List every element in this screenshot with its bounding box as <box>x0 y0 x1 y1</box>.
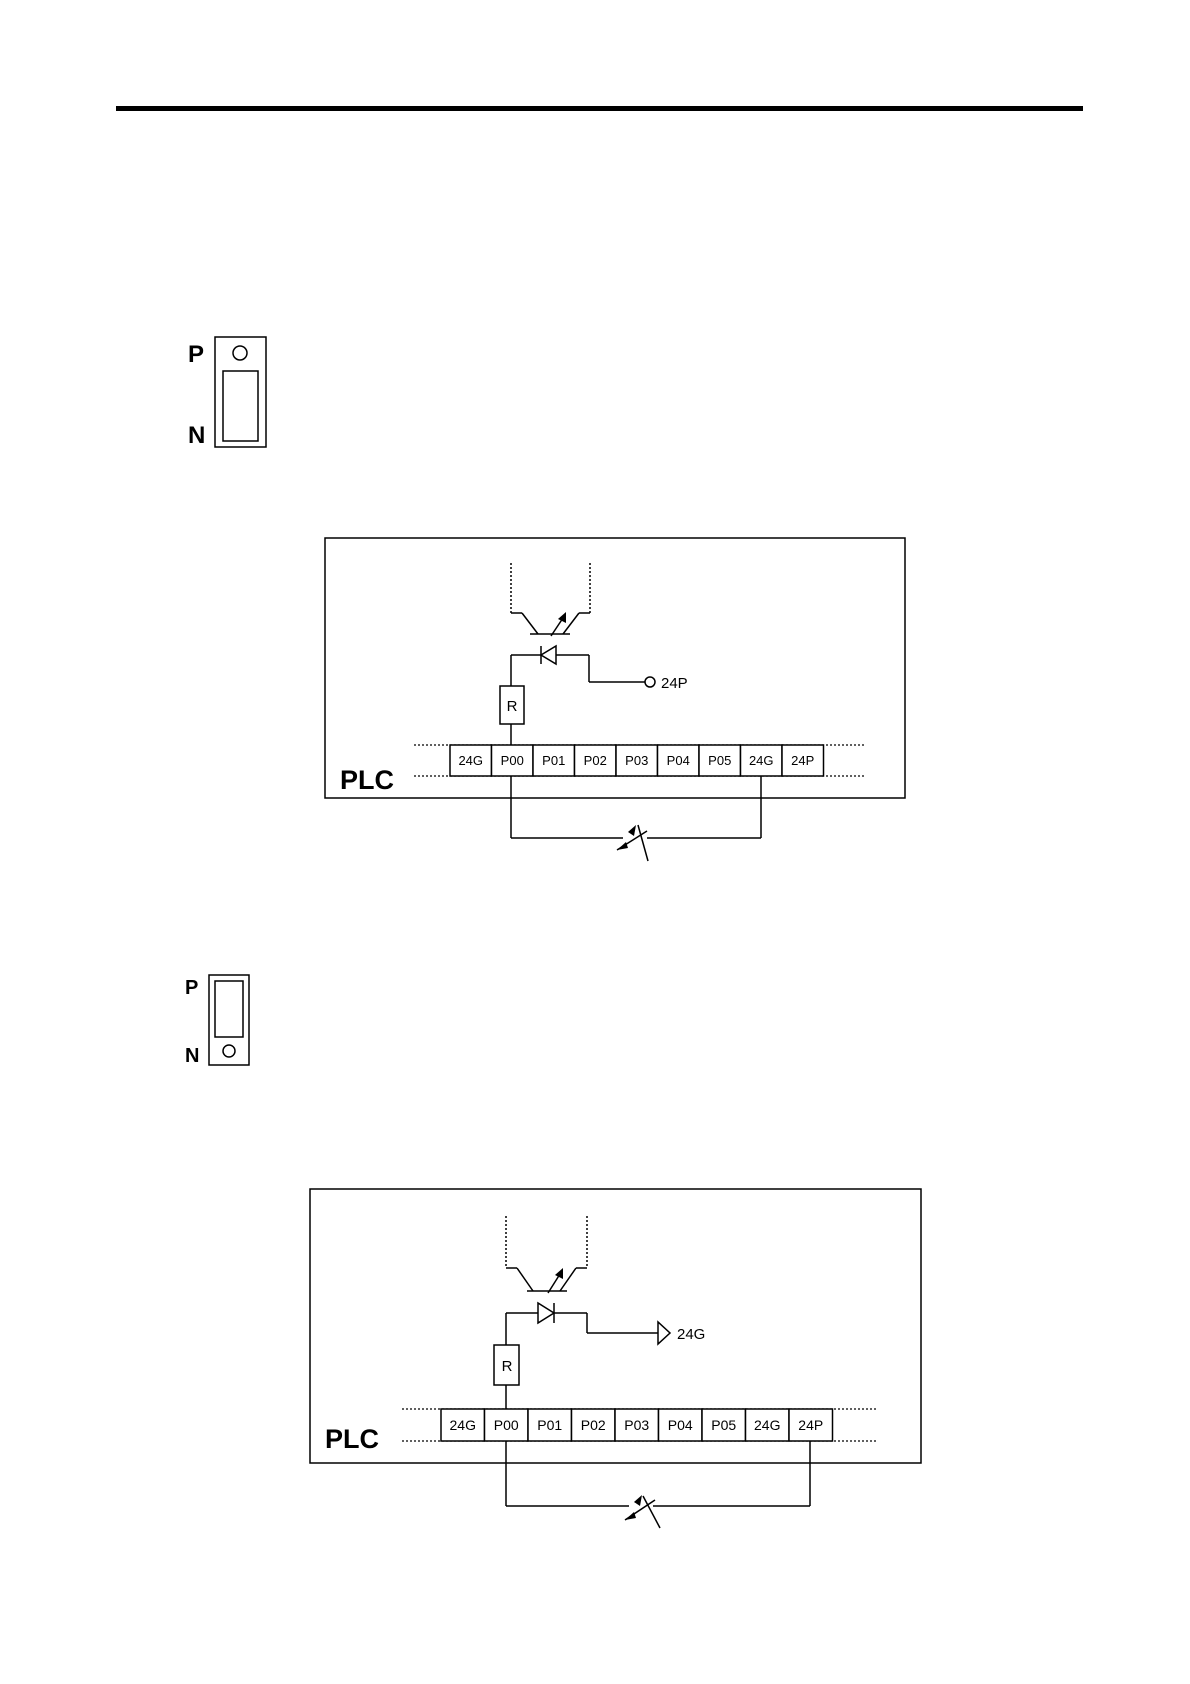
jumper-label-n: N <box>185 1045 199 1067</box>
jumper-pin-n <box>223 1045 235 1057</box>
jumper-pn-top: P N <box>188 337 266 449</box>
jumper-pn-bottom: P N <box>185 975 249 1067</box>
terminal-label: 24G <box>754 1417 780 1433</box>
led-diode <box>511 646 655 687</box>
terminal-label: 24P <box>791 753 814 768</box>
terminal-strip: 24G P00 P01 P02 P03 P04 P05 24G 24P <box>441 1409 833 1441</box>
external-switch <box>511 776 761 861</box>
terminal-label: 24G <box>450 1417 476 1433</box>
circuit-source: PLC 24P R <box>325 538 905 861</box>
terminal-label: P04 <box>667 753 690 768</box>
jumper-cap <box>215 981 243 1037</box>
terminal-label: P05 <box>711 1417 736 1433</box>
terminal-label: P03 <box>625 753 648 768</box>
terminal-label: P01 <box>542 753 565 768</box>
jumper-pin-p <box>233 346 247 360</box>
supply-label: 24G <box>677 1326 705 1343</box>
terminal-label: 24G <box>749 753 774 768</box>
terminal-strip: 24G P00 P01 P02 P03 P04 P05 24G 24P <box>450 745 824 776</box>
terminal-label: 24G <box>458 753 483 768</box>
phototransistor <box>506 1216 587 1293</box>
jumper-label-p: P <box>188 341 204 368</box>
circuit-sink: PLC 24G R <box>310 1189 921 1528</box>
jumper-label-n: N <box>188 422 205 449</box>
terminal-label: P03 <box>624 1417 649 1433</box>
terminal-label: P02 <box>584 753 607 768</box>
supply-label: 24P <box>661 675 688 692</box>
terminal-label: P00 <box>494 1417 519 1433</box>
terminal-label: 24P <box>798 1417 823 1433</box>
terminal-label: P00 <box>501 753 524 768</box>
led-diode <box>506 1303 670 1345</box>
terminal-label: P05 <box>708 753 731 768</box>
terminal-label: P01 <box>537 1417 562 1433</box>
resistor-label: R <box>507 698 518 715</box>
jumper-label-p: P <box>185 977 198 999</box>
jumper-cap <box>223 371 258 441</box>
phototransistor <box>511 563 590 636</box>
header-rule <box>116 106 1083 111</box>
resistor-label: R <box>502 1358 513 1375</box>
ground-arrow <box>658 1322 670 1344</box>
external-switch <box>506 1441 810 1528</box>
plc-label: PLC <box>325 1424 379 1454</box>
terminal-label: P02 <box>581 1417 606 1433</box>
terminal-label: P04 <box>668 1417 693 1433</box>
plc-label: PLC <box>340 765 394 795</box>
